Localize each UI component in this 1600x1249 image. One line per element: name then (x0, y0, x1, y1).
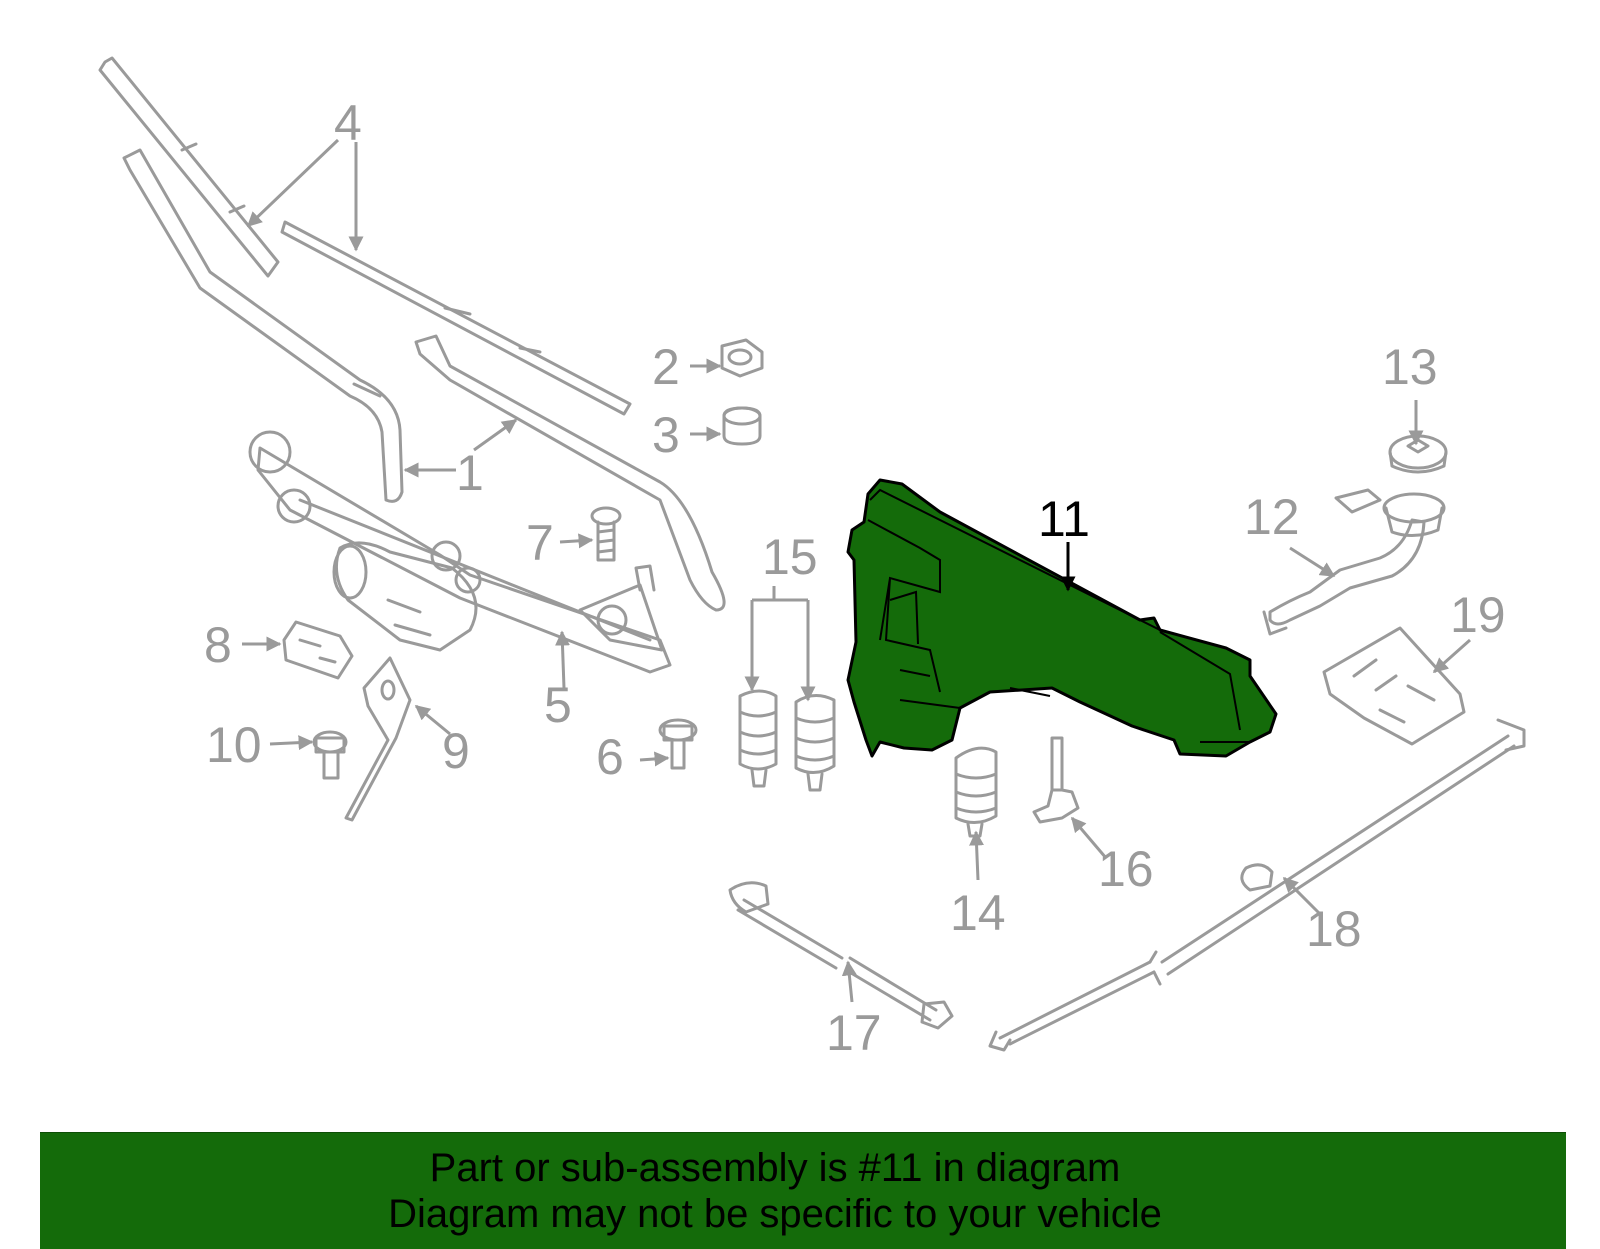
wiper-motor (332, 541, 478, 652)
flange-bolt (312, 730, 348, 780)
callout-6: 6 (596, 729, 624, 785)
callout-8: 8 (204, 617, 232, 673)
callout-15: 15 (762, 529, 818, 585)
callout-5: 5 (544, 677, 572, 733)
filler-neck (1262, 488, 1446, 636)
wiper-arm-right (414, 334, 726, 612)
callout-4: 4 (334, 95, 362, 151)
washer-reservoir (846, 478, 1278, 758)
banner-disclaimer: Diagram may not be specific to your vehi… (388, 1192, 1162, 1236)
washer-pump-b (794, 694, 836, 792)
info-banner: Part or sub-assembly is #11 in diagram D… (40, 1132, 1566, 1249)
callout-1: 1 (456, 445, 484, 501)
nut (720, 338, 764, 378)
callout-17: 17 (826, 1005, 882, 1061)
callout-11: 11 (1038, 491, 1090, 547)
bracket (344, 656, 412, 822)
callout-10: 10 (206, 717, 262, 773)
bolt (590, 506, 622, 562)
washer-pump-a (738, 689, 778, 788)
callout-9: 9 (442, 723, 470, 779)
callout-18: 18 (1306, 901, 1362, 957)
wiper-blade-left (98, 56, 280, 278)
level-sensor (1032, 736, 1080, 824)
connector (282, 620, 354, 680)
washer-pump-c (954, 746, 998, 838)
callout-16: 16 (1098, 841, 1154, 897)
callout-3: 3 (652, 407, 680, 463)
callout-12: 12 (1244, 489, 1300, 545)
mounting-bracket (1322, 626, 1466, 746)
filler-cap (1388, 434, 1448, 474)
parts-diagram: 4 1 2 3 7 5 8 9 10 6 15 11 12 13 19 14 1… (98, 56, 1526, 1061)
banner-part-note: Part or sub-assembly is #11 in diagram (429, 1146, 1121, 1190)
wiper-arm-left (122, 148, 404, 503)
cap (722, 406, 762, 446)
callout-19: 19 (1450, 587, 1506, 643)
wiper-blade-right (280, 220, 632, 416)
bolt-washer (658, 718, 698, 770)
leader-lines (242, 138, 1471, 1003)
callout-7: 7 (526, 515, 554, 571)
washer-hose-short (728, 881, 954, 1030)
callout-14: 14 (950, 885, 1006, 941)
callout-2: 2 (652, 339, 680, 395)
wiper-linkage (248, 430, 672, 674)
callout-13: 13 (1382, 339, 1438, 395)
washer-hose-long (988, 718, 1526, 1052)
